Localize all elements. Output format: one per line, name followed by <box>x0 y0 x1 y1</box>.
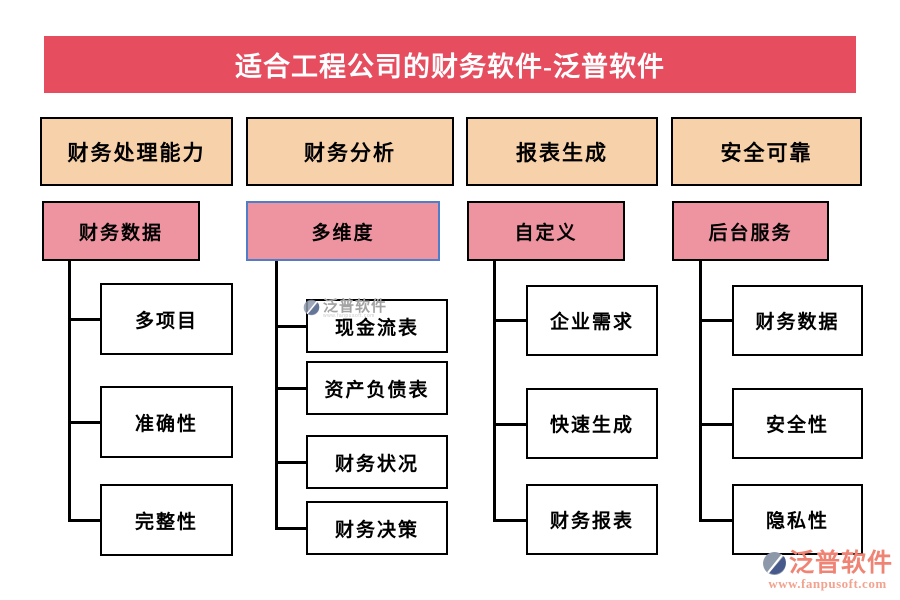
node-box: 资产负债表 <box>306 361 448 415</box>
node-box: 多项目 <box>100 283 233 355</box>
fanpu-logo-icon <box>762 551 787 576</box>
column2-header: 财务分析 <box>246 117 454 186</box>
footer-logo-brand: 泛普软件 <box>789 550 894 577</box>
connector-branch <box>493 423 526 426</box>
connector-branch <box>275 461 306 464</box>
connector-vertical-col3 <box>493 261 496 521</box>
node-box: 快速生成 <box>526 388 658 459</box>
column1-subheader: 财务数据 <box>42 201 200 261</box>
column1-header: 财务处理能力 <box>40 117 233 186</box>
column4-subheader: 后台服务 <box>672 201 829 261</box>
footer-logo-url: www.fanpusoft.com <box>768 576 887 591</box>
connector-vertical-col1 <box>68 261 71 521</box>
column3-header: 报表生成 <box>466 117 658 186</box>
connector-branch <box>493 519 526 522</box>
node-box: 财务状况 <box>306 435 448 489</box>
connector-branch <box>699 519 732 522</box>
page-title: 适合工程公司的财务软件-泛普软件 <box>44 36 856 93</box>
connector-branch <box>275 387 306 390</box>
connector-vertical-col2 <box>275 261 278 529</box>
column3-subheader: 自定义 <box>467 201 625 261</box>
node-box: 财务数据 <box>732 285 863 356</box>
connector-branch <box>68 318 100 321</box>
node-box: 隐私性 <box>732 484 863 555</box>
node-box: 企业需求 <box>526 285 658 356</box>
node-box: 财务报表 <box>526 484 658 555</box>
column2-subheader: 多维度 <box>246 201 440 261</box>
connector-branch <box>275 527 306 530</box>
node-box: 完整性 <box>100 484 233 556</box>
connector-branch <box>699 423 732 426</box>
column4-header: 安全可靠 <box>671 117 862 186</box>
node-box: 现金流表 <box>306 299 448 353</box>
connector-branch <box>68 519 100 522</box>
connector-branch <box>275 325 306 328</box>
connector-branch <box>493 319 526 322</box>
node-box: 安全性 <box>732 388 863 459</box>
node-box: 准确性 <box>100 386 233 458</box>
connector-branch <box>699 319 732 322</box>
connector-vertical-col4 <box>699 261 702 521</box>
connector-branch <box>68 421 100 424</box>
fanpu-footer-logo: 泛普软件 www.fanpusoft.com <box>762 551 893 592</box>
node-box: 财务决策 <box>306 501 448 555</box>
